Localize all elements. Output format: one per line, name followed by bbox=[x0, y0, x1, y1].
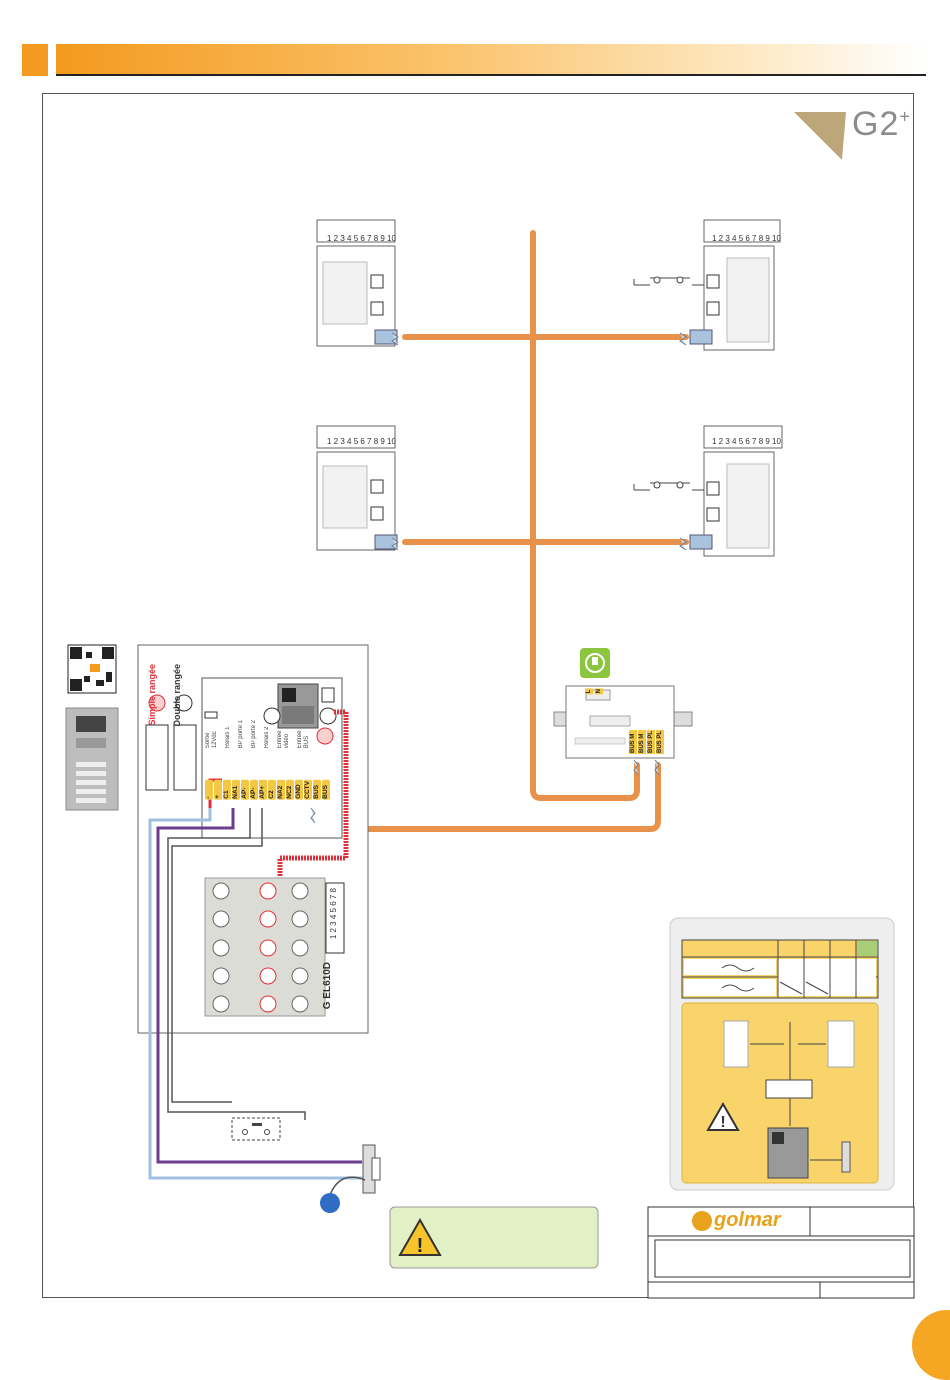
monitor-2 bbox=[633, 219, 781, 351]
terminal: NA1 bbox=[232, 780, 240, 800]
module-model-name: G EL610D bbox=[322, 962, 333, 1010]
terminal: C1 bbox=[223, 780, 231, 800]
door-panel-thumbnail bbox=[65, 707, 119, 811]
header-accent-square bbox=[22, 44, 48, 76]
simple-rangee-label: Simple rangée bbox=[147, 664, 157, 726]
psu-terminal-l: L bbox=[585, 688, 593, 695]
monitor-4 bbox=[633, 425, 783, 557]
terminal-label: Entrée vidéo bbox=[277, 730, 290, 749]
terminal-label: Relais 1 bbox=[225, 726, 231, 749]
door-lock bbox=[320, 1144, 381, 1213]
terminal: AP+ bbox=[259, 780, 267, 800]
monitor-3 bbox=[316, 425, 398, 551]
wire-relay1 bbox=[156, 808, 362, 1164]
terminal: AP- bbox=[250, 780, 258, 800]
wire-12vdc bbox=[148, 808, 365, 1180]
power-supply bbox=[553, 648, 693, 759]
module-dip-numbers: 1 2 3 4 5 6 7 8 bbox=[329, 888, 338, 940]
terminal-label: BP porte 1 bbox=[238, 720, 244, 749]
header-bar bbox=[56, 44, 926, 74]
psu-terminal-bus-pl: BUS PL bbox=[656, 730, 664, 755]
svg-text:!: ! bbox=[720, 1114, 725, 1131]
terminal-label: Sortie 12Vdc bbox=[205, 731, 218, 749]
terminal: C2 bbox=[268, 780, 276, 800]
door-button bbox=[231, 1117, 281, 1141]
terminal: + bbox=[214, 780, 222, 800]
qr-code bbox=[67, 644, 117, 694]
terminal: BUS bbox=[313, 780, 321, 800]
terminal-label: BP porte 2 bbox=[251, 720, 257, 749]
terminal-labels: Sortie 12Vdc Relais 1 BP porte 1 BP port… bbox=[205, 720, 311, 748]
svg-text:!: ! bbox=[417, 1235, 424, 1257]
psu-output-terminals: BUS M BUS M BUS PL BUS PL bbox=[629, 730, 696, 755]
terminal: NA2 bbox=[277, 780, 285, 800]
terminal-label: Relais 2 bbox=[264, 726, 270, 749]
legend-box: ! bbox=[669, 917, 895, 1191]
terminal: NC2 bbox=[286, 780, 294, 800]
warning-box: ! bbox=[389, 1206, 599, 1269]
monitor-2-dip-numbers: 1 2 3 4 5 6 7 8 9 10 bbox=[712, 234, 781, 243]
terminal: GND bbox=[295, 780, 303, 800]
psu-terminal-n: N bbox=[595, 688, 603, 695]
title-block bbox=[647, 1206, 915, 1299]
double-rangee-label: Double rangée bbox=[172, 664, 182, 727]
psu-terminal-bus-m: BUS M bbox=[638, 730, 646, 755]
g2-logo-text: G2+ bbox=[852, 105, 911, 143]
g2-triangle-logo bbox=[794, 112, 846, 160]
golmar-logo: golmar bbox=[714, 1209, 781, 1231]
terminal-block: - + C1 NA1 AP- AP- AP+ C2 NA2 NC2 GND CC… bbox=[205, 780, 330, 800]
terminal-label: Entrée BUS bbox=[297, 730, 310, 749]
bus-psu-m bbox=[530, 762, 640, 801]
header-rule bbox=[56, 74, 926, 76]
wiring-diagram: ! ! bbox=[65, 219, 915, 1299]
terminal: AP- bbox=[241, 780, 249, 800]
monitor-4-dip-numbers: 1 2 3 4 5 6 7 8 9 10 bbox=[712, 437, 781, 446]
diagram-frame bbox=[42, 93, 914, 1298]
psu-terminal-bus-m: BUS M bbox=[629, 730, 637, 755]
psu-terminal-bus-pl: BUS PL bbox=[647, 730, 655, 755]
terminal: CCTV bbox=[304, 780, 312, 800]
terminal: BUS bbox=[322, 780, 330, 800]
door-panel-box bbox=[137, 644, 369, 1034]
monitor-3-dip-numbers: 1 2 3 4 5 6 7 8 9 10 bbox=[327, 437, 396, 446]
terminal: - bbox=[205, 780, 213, 800]
monitor-1 bbox=[316, 219, 398, 347]
wire-door-button bbox=[167, 808, 306, 1120]
monitor-1-dip-numbers: 1 2 3 4 5 6 7 8 9 10 bbox=[327, 234, 396, 243]
psu-input-terminals: L N bbox=[585, 688, 603, 695]
